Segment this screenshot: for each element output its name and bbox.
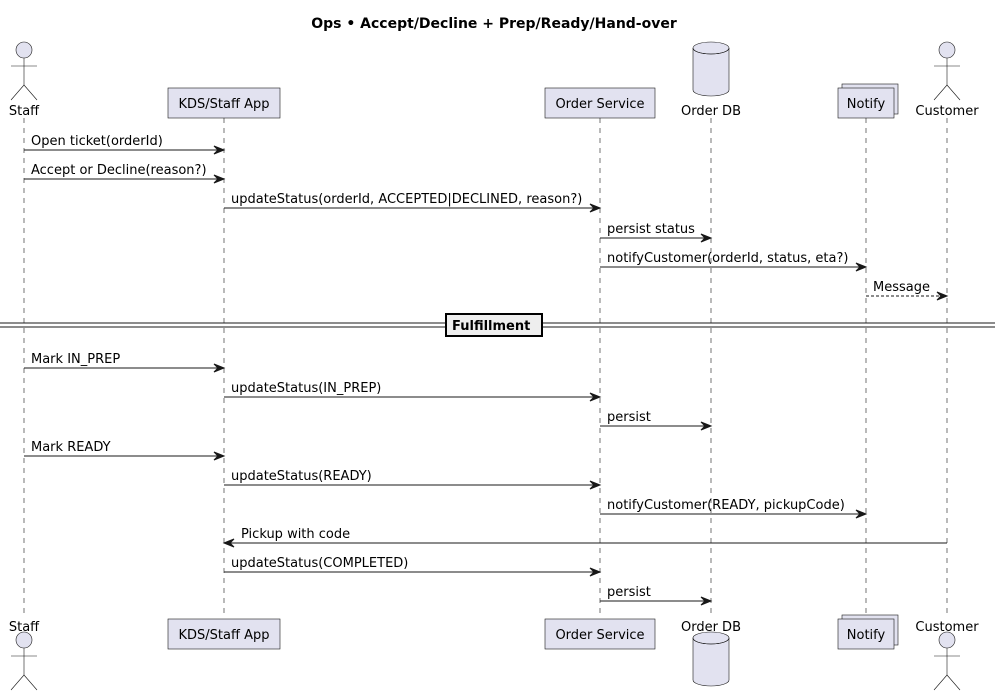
database-icon xyxy=(692,41,730,97)
arrowhead-icon xyxy=(213,145,226,155)
arrowhead-icon xyxy=(589,567,602,577)
participant-label: Customer xyxy=(915,104,979,119)
message-4: persist status xyxy=(600,222,713,243)
diagram-title: Ops • Accept/Decline + Prep/Ready/Hand-o… xyxy=(311,16,677,32)
participant-label: Order Service xyxy=(555,97,644,112)
participant-label: Customer xyxy=(915,620,979,635)
message-5: notifyCustomer(orderId, status, eta?) xyxy=(600,251,868,272)
participant-label: Notify xyxy=(847,628,886,643)
arrowhead-icon xyxy=(855,509,868,519)
arrowhead-icon xyxy=(213,363,226,373)
message-label: persist xyxy=(607,585,651,600)
arrowhead-icon xyxy=(855,262,868,272)
arrowhead-icon xyxy=(213,174,226,184)
participant-label: Order DB xyxy=(681,104,741,119)
participant-staff-bottom: Staff xyxy=(9,620,40,691)
message-1: Open ticket(orderId) xyxy=(24,134,226,155)
actor-icon xyxy=(10,41,38,101)
message-7: Mark IN_PREP xyxy=(24,352,226,373)
message-label: updateStatus(orderId, ACCEPTED|DECLINED,… xyxy=(231,192,582,207)
participant-customer-bottom: Customer xyxy=(915,620,979,691)
message-11: updateStatus(READY) xyxy=(224,469,602,490)
actor-icon xyxy=(10,631,38,691)
message-label: Mark READY xyxy=(31,440,111,455)
arrowhead-icon xyxy=(589,392,602,402)
lifelines xyxy=(23,118,948,617)
message-label: notifyCustomer(READY, pickupCode) xyxy=(607,498,845,513)
participant-db-bottom: Order DB xyxy=(681,620,741,687)
message-3: updateStatus(orderId, ACCEPTED|DECLINED,… xyxy=(224,192,602,213)
participant-box xyxy=(167,618,281,650)
message-13: Pickup with code xyxy=(222,527,947,548)
message-8: updateStatus(IN_PREP) xyxy=(224,381,602,402)
message-label: notifyCustomer(orderId, status, eta?) xyxy=(607,251,848,266)
participant-kds-top: KDS/Staff App xyxy=(167,87,281,119)
arrowhead-icon xyxy=(222,538,235,548)
message-label: Mark IN_PREP xyxy=(31,352,120,367)
participant-label: Notify xyxy=(847,97,886,112)
participant-box xyxy=(544,87,656,119)
message-14: updateStatus(COMPLETED) xyxy=(224,556,602,577)
message-label: Open ticket(orderId) xyxy=(31,134,163,149)
message-label: Pickup with code xyxy=(241,527,350,542)
participant-label: Order Service xyxy=(555,628,644,643)
message-10: Mark READY xyxy=(24,440,226,461)
message-label: persist status xyxy=(607,222,695,237)
separator-divider: Fulfillment xyxy=(0,313,995,337)
arrowhead-icon xyxy=(589,480,602,490)
message-label: persist xyxy=(607,410,651,425)
actor-icon xyxy=(933,631,961,691)
participant-staff-top: Staff xyxy=(9,41,40,119)
participant-customer-top: Customer xyxy=(915,41,979,119)
participant-order-bottom: Order Service xyxy=(544,618,656,650)
separator-box xyxy=(445,313,543,337)
messages: Open ticket(orderId) Accept or Decline(re… xyxy=(24,134,949,606)
participant-box xyxy=(544,618,656,650)
participant-db-top: Order DB xyxy=(681,41,741,119)
participant-label: KDS/Staff App xyxy=(179,628,270,643)
actor-icon xyxy=(933,41,961,101)
arrowhead-icon xyxy=(700,233,713,243)
arrowhead-icon xyxy=(700,421,713,431)
participant-kds-bottom: KDS/Staff App xyxy=(167,618,281,650)
arrowhead-icon xyxy=(936,291,949,301)
message-label: Accept or Decline(reason?) xyxy=(31,163,207,178)
separators: Fulfillment xyxy=(0,313,995,337)
participant-notify-top: Notify xyxy=(837,83,899,119)
participant-box xyxy=(167,87,281,119)
participant-box xyxy=(837,618,895,650)
participant-notify-bottom: Notify xyxy=(837,614,899,650)
message-6: Message xyxy=(866,280,949,301)
message-2: Accept or Decline(reason?) xyxy=(24,163,226,184)
arrowhead-icon xyxy=(589,203,602,213)
message-12: notifyCustomer(READY, pickupCode) xyxy=(600,498,868,519)
message-label: updateStatus(IN_PREP) xyxy=(231,381,381,396)
participant-label: Staff xyxy=(9,620,40,635)
message-9: persist xyxy=(600,410,713,431)
participant-label: Staff xyxy=(9,104,40,119)
participant-label: Order DB xyxy=(681,620,741,635)
arrowhead-icon xyxy=(213,451,226,461)
message-15: persist xyxy=(600,585,713,606)
message-label: updateStatus(READY) xyxy=(231,469,372,484)
participant-label: KDS/Staff App xyxy=(179,97,270,112)
participant-box xyxy=(837,87,895,119)
separator-label: Fulfillment xyxy=(452,319,530,334)
message-label: updateStatus(COMPLETED) xyxy=(231,556,408,571)
participant-order-top: Order Service xyxy=(544,87,656,119)
message-label: Message xyxy=(873,280,930,295)
database-icon xyxy=(692,631,730,687)
arrowhead-icon xyxy=(700,596,713,606)
